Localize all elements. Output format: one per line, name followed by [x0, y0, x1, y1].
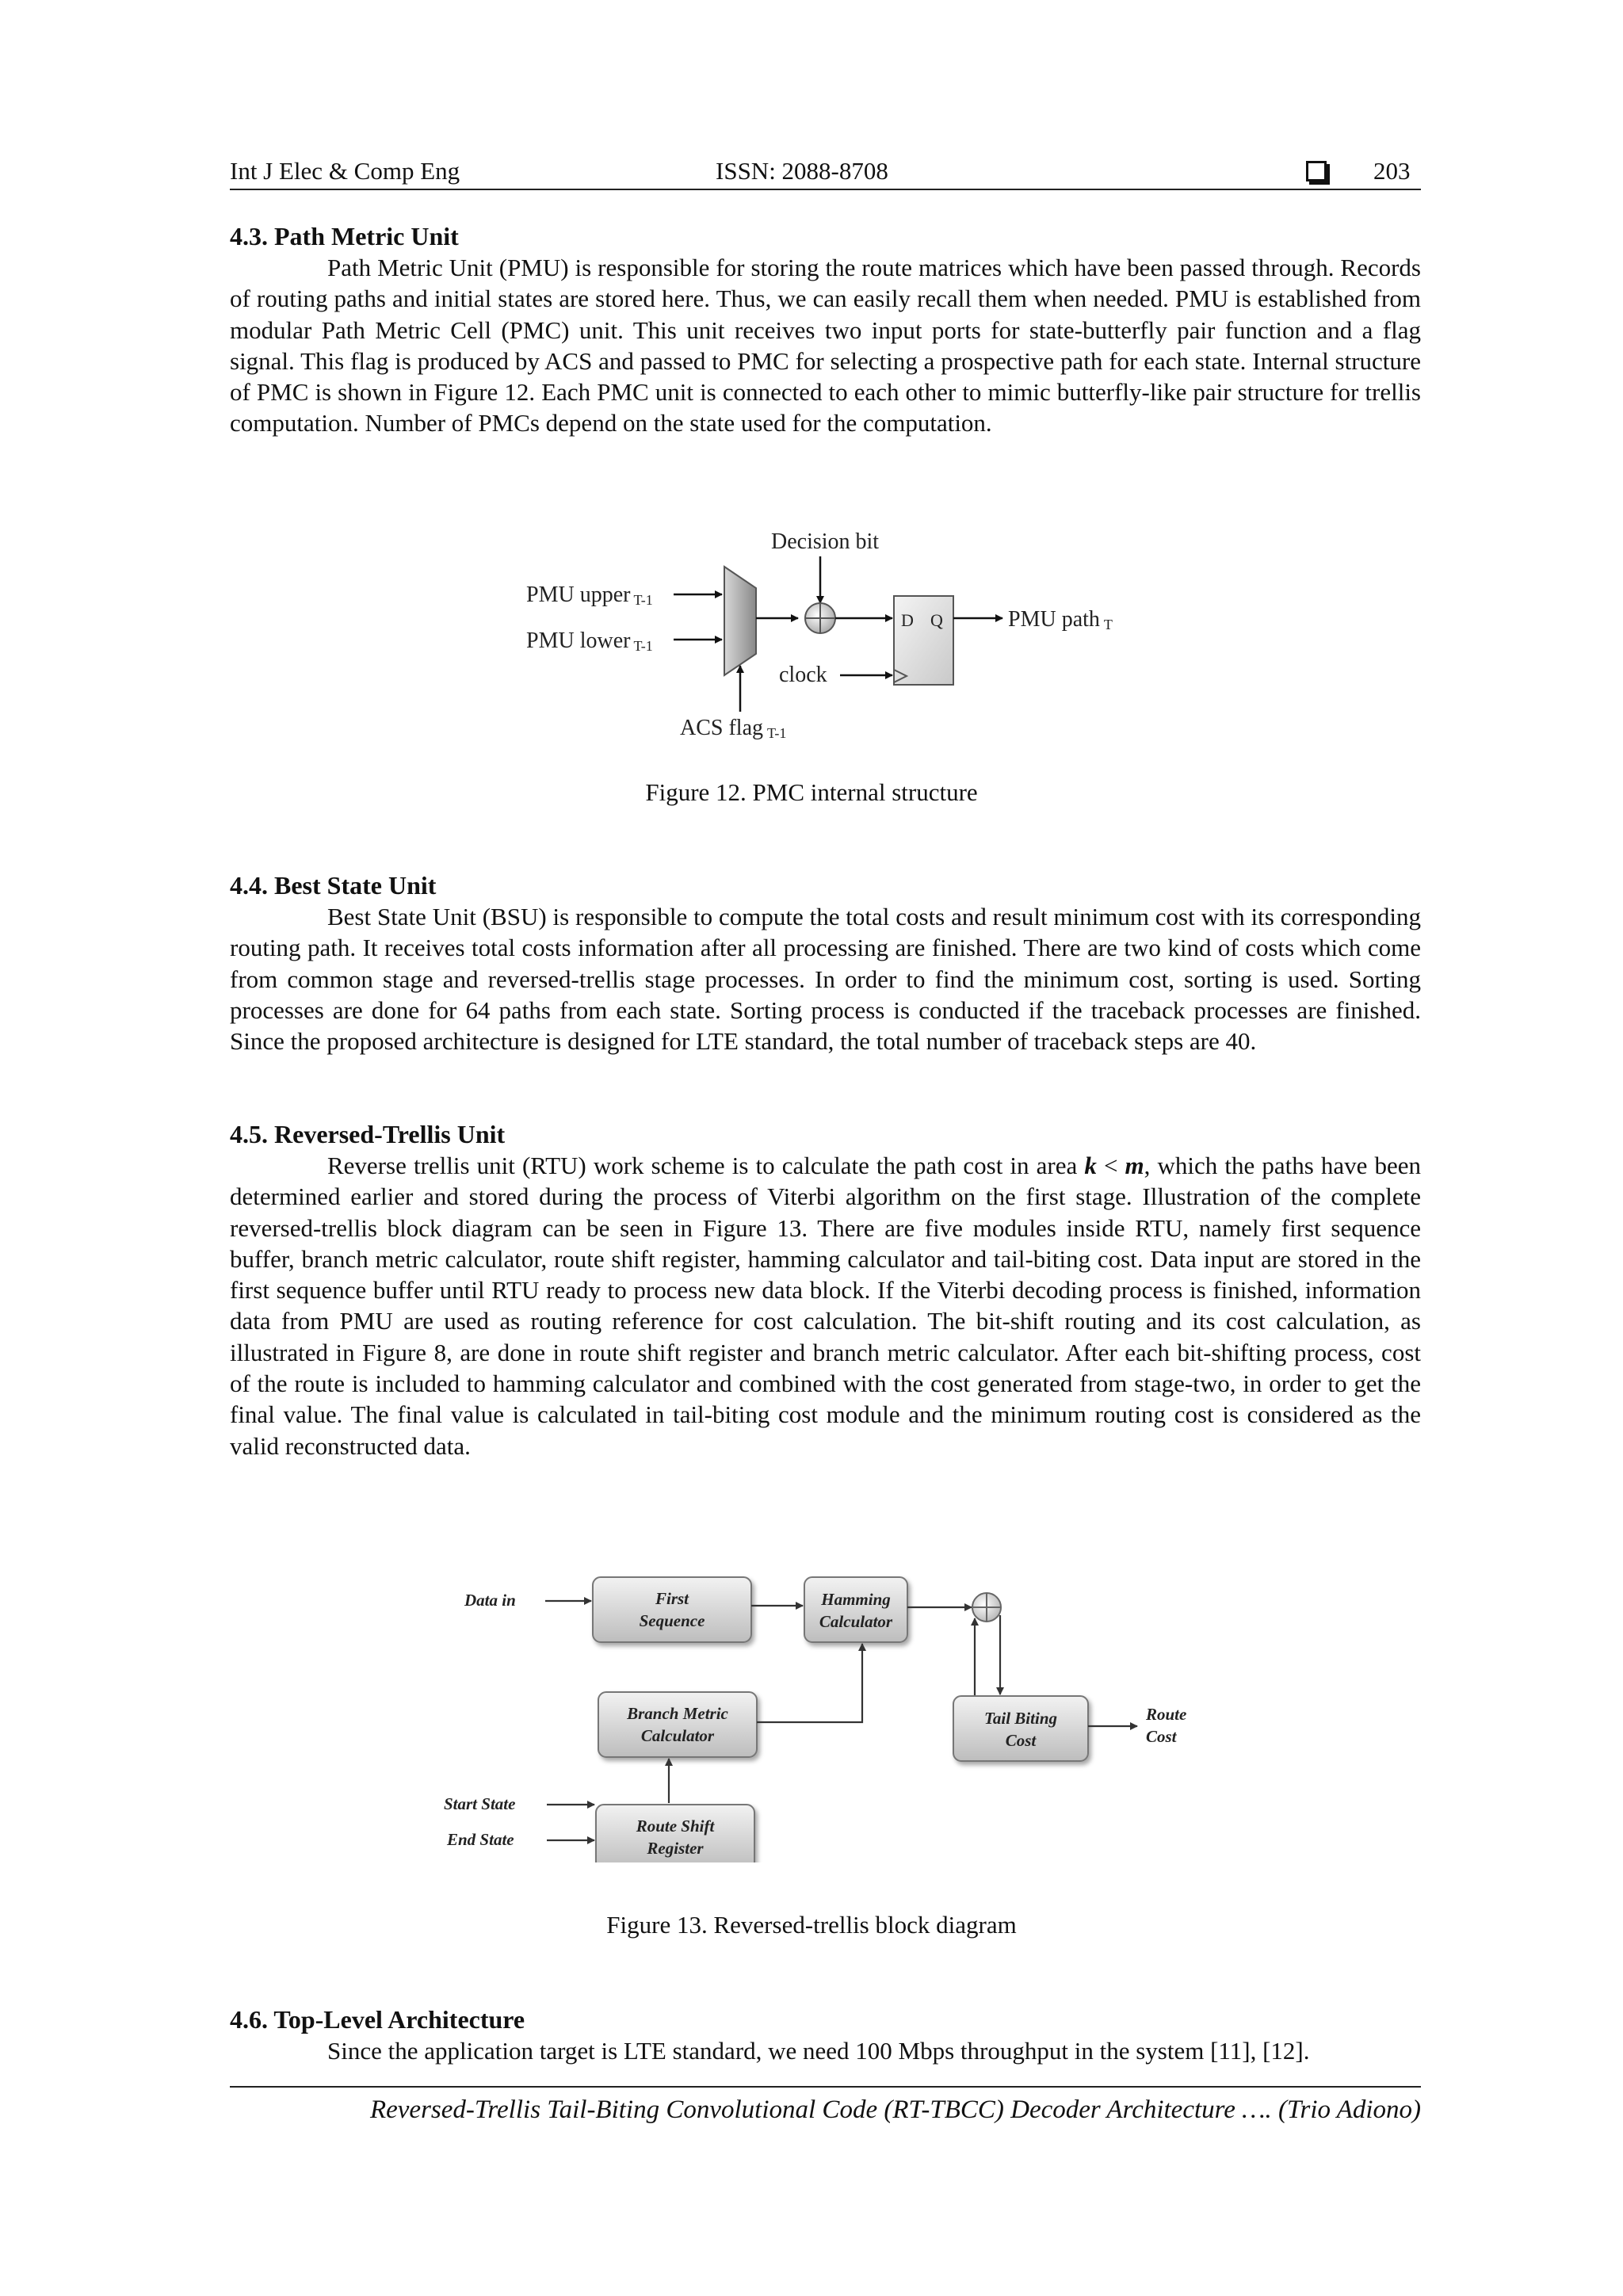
decision-bit-label: Decision bit	[771, 529, 879, 554]
acs-flag-text: ACS flag	[680, 716, 763, 740]
route-shift-register-box	[595, 1804, 755, 1862]
first-sequence-line1: First	[655, 1589, 689, 1608]
issn: ISSN: 2088-8708	[716, 157, 888, 185]
pmu-path-subscript: T	[1104, 617, 1113, 632]
clock-label: clock	[779, 663, 827, 687]
branch-to-hamming-arrow	[757, 1643, 866, 1724]
multiplexer-shape	[724, 565, 757, 677]
first-sequence-line2: Sequence	[640, 1611, 705, 1630]
paragraph-4-6: Since the application target is LTE stan…	[327, 2037, 1310, 2065]
variable-m: m	[1125, 1152, 1144, 1179]
checkbox-icon	[1306, 161, 1327, 181]
section-heading-4-3: 4.3. Path Metric Unit	[230, 222, 459, 250]
pmu-path-text: PMU path	[1008, 607, 1100, 632]
figure-12-caption: Figure 12. PMC internal structure	[645, 778, 978, 806]
tail-biting-cost-box	[953, 1695, 1089, 1762]
paragraph-4-4: Best State Unit (BSU) is responsible to …	[230, 903, 1421, 1056]
branch-metric-line1: Branch Metric	[626, 1704, 728, 1723]
page-number: 203	[1373, 157, 1411, 185]
paragraph-4-5-part2: , which the paths have been determined e…	[230, 1152, 1422, 1460]
figure-13-diagram: Data in First Sequence Hamming Calculato…	[444, 1576, 1186, 1862]
pmu-path-label: PMU path T	[1008, 607, 1113, 632]
tail-biting-cost-line2: Cost	[1006, 1731, 1037, 1750]
route-cost-line2: Cost	[1146, 1727, 1178, 1746]
first-sequence-box	[592, 1576, 752, 1643]
route-shift-line2: Register	[646, 1839, 704, 1858]
clock-triangle-icon	[893, 668, 909, 684]
hamming-calculator-line1: Hamming	[820, 1590, 891, 1609]
hamming-calculator-line2: Calculator	[819, 1612, 893, 1631]
pmu-lower-text: PMU lower	[526, 628, 631, 653]
journal-name: Int J Elec & Comp Eng	[230, 157, 460, 185]
figure-13-caption: Figure 13. Reversed-trellis block diagra…	[606, 1911, 1017, 1939]
section-heading-4-5: 4.5. Reversed-Trellis Unit	[230, 1120, 506, 1148]
acs-flag-subscript: T-1	[767, 725, 786, 741]
tail-biting-cost-line1: Tail Biting	[984, 1709, 1057, 1728]
pmu-lower-subscript: T-1	[633, 638, 652, 654]
q-label: Q	[930, 610, 943, 630]
hamming-calculator-box	[804, 1576, 908, 1643]
paragraph-4-3: Path Metric Unit (PMU) is responsible fo…	[230, 254, 1421, 437]
d-flipflop-box	[893, 595, 954, 686]
branch-metric-calculator-box	[598, 1691, 758, 1758]
route-cost-line1: Route	[1145, 1705, 1186, 1724]
paragraph-4-5-part1: Reverse trellis unit (RTU) work scheme i…	[327, 1152, 1085, 1179]
less-than: <	[1096, 1152, 1125, 1179]
footer-rule	[230, 2086, 1421, 2088]
branch-metric-line2: Calculator	[641, 1726, 715, 1745]
d-label: D	[901, 610, 914, 630]
route-shift-line1: Route Shift	[636, 1817, 716, 1836]
pmu-upper-text: PMU upper	[526, 583, 631, 607]
variable-k: k	[1084, 1152, 1097, 1179]
pmu-upper-subscript: T-1	[633, 592, 652, 608]
header-rule	[230, 189, 1421, 190]
start-state-label: Start State	[444, 1794, 515, 1813]
data-in-label: Data in	[464, 1591, 516, 1610]
end-state-label: End State	[446, 1830, 514, 1849]
section-heading-4-6: 4.6. Top-Level Architecture	[230, 2005, 525, 2034]
paragraph-4-5: Reverse trellis unit (RTU) work scheme i…	[230, 1150, 1421, 1461]
section-heading-4-4: 4.4. Best State Unit	[230, 871, 437, 900]
running-footer: Reversed-Trellis Tail-Biting Convolution…	[369, 2095, 1421, 2124]
